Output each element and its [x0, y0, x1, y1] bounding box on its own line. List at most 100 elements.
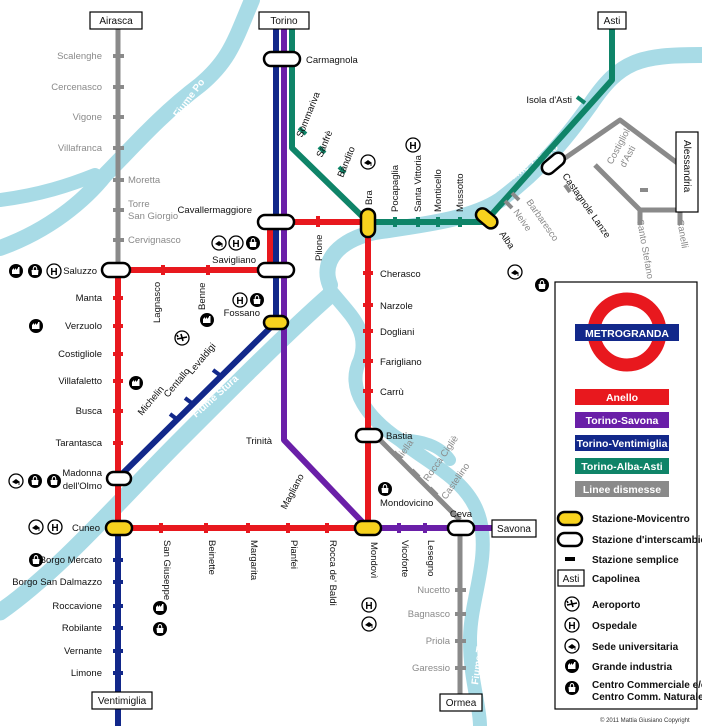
station-fossano[interactable]: [262, 314, 290, 331]
termini: Airasca Torino Asti Alessandria Ventimig…: [89, 11, 699, 712]
shopping-icon: [27, 263, 43, 279]
label-sommariva: Sommariva: [295, 90, 323, 139]
label-bastia: Bastia: [386, 431, 413, 442]
station-bra[interactable]: [359, 207, 377, 239]
label-isola-asti: Isola d'Asti: [526, 95, 572, 106]
svg-text:Ormea: Ormea: [446, 698, 477, 709]
legend-line-swatch-0: [575, 389, 669, 405]
station-saluzzo[interactable]: [100, 261, 132, 279]
label-torre: Torre: [128, 199, 150, 210]
factory-icon: [153, 601, 167, 615]
label-canelli: Canelli: [674, 219, 690, 250]
legend-title: METROGRANDA: [585, 328, 669, 340]
label-tarantasca: Tarantasca: [56, 438, 103, 449]
label-cercenasco: Cercenasco: [51, 82, 102, 93]
label-cherasco: Cherasco: [380, 269, 421, 280]
label-centallo: Centallo: [162, 366, 193, 400]
label-villafranca: Villafranca: [58, 143, 103, 154]
legend-line-label-4: Linee dismesse: [583, 484, 661, 496]
copyright: © 2011 Mattia Giusiano Copyright: [600, 717, 690, 724]
airplane-icon: [564, 596, 580, 612]
label-borgo-mercato: Borgo Mercato: [40, 555, 102, 566]
label-roccavione: Roccavione: [52, 601, 102, 612]
station-savigliano[interactable]: [256, 261, 296, 279]
legend-sym-5: Ospedale: [592, 621, 637, 632]
terminus-torino[interactable]: Torino: [258, 11, 310, 30]
legend-line-swatch-1: [575, 412, 669, 428]
label-carmagnola: Carmagnola: [306, 55, 358, 66]
label-villafaletto: Villafaletto: [58, 376, 102, 387]
university-icon: [360, 154, 376, 170]
label-dogliani: Dogliani: [380, 327, 414, 338]
label-nucetto: Nucetto: [417, 585, 450, 596]
shopping-icon: [46, 473, 62, 489]
line-torino-savona: [281, 24, 502, 531]
label-magliano: Magliano: [279, 472, 307, 511]
legend-sym-7: Grande industria: [592, 662, 672, 673]
terminus-airasca[interactable]: Airasca: [89, 11, 143, 30]
label-cuneo: Cuneo: [72, 523, 100, 534]
label-dell-olmo: dell'Olmo: [63, 481, 102, 492]
factory-icon: [129, 376, 143, 390]
station-castagnole[interactable]: [539, 150, 567, 177]
legend-sym-2: Stazione semplice: [592, 555, 679, 566]
station-alba[interactable]: [473, 206, 500, 231]
interchange-icon: [556, 531, 584, 548]
shopping-icon: [534, 277, 550, 293]
shopping-icon: [564, 680, 580, 696]
station-cavallermaggiore[interactable]: [256, 213, 296, 231]
station-ceva[interactable]: [446, 519, 476, 537]
label-busca: Busca: [76, 406, 103, 417]
label-pilone: Pilone: [314, 235, 325, 261]
legend-sym-6: Sede universitaria: [592, 642, 679, 653]
legend-lines: AnelloTorino-SavonaTorino-VentimigliaTor…: [575, 389, 669, 497]
label-rocca-baldi: Rocca de' Baldi: [327, 540, 338, 606]
label-verzuolo: Verzuolo: [65, 321, 102, 332]
terminus-alessandria[interactable]: Alessandria: [675, 131, 699, 213]
svg-text:Alessandria: Alessandria: [681, 140, 692, 193]
legend-sym-8: Centro Commerciale e/o: [592, 680, 702, 691]
terminus-ormea[interactable]: Ormea: [439, 693, 483, 712]
university-icon: [211, 235, 227, 251]
hospital-icon: [405, 137, 421, 153]
legend-line-swatch-2: [575, 435, 669, 451]
hospital-icon: [46, 263, 62, 279]
hospital-icon: [47, 519, 63, 535]
label-ceva: Ceva: [450, 509, 473, 520]
university-icon: [564, 638, 580, 654]
label-costigliole: Costigliole: [58, 349, 102, 360]
label-sanfre: Sanfrè: [315, 129, 336, 159]
terminus-ventimiglia[interactable]: Ventimiglia: [91, 691, 153, 710]
legend-sym-4: Aeroporto: [592, 600, 640, 611]
label-manta: Manta: [76, 293, 103, 304]
label-madonna: Madonna: [62, 468, 102, 479]
terminus-savona[interactable]: Savona: [491, 519, 537, 538]
movicentro-stations: [104, 206, 500, 537]
label-borgo-sd: Borgo San Dalmazzo: [12, 577, 102, 588]
university-icon: [507, 264, 523, 280]
shopping-icon: [27, 473, 43, 489]
label-benne: Benne: [197, 283, 208, 310]
terminus-asti[interactable]: Asti: [597, 11, 627, 30]
university-icon: [28, 519, 44, 535]
terminus-box-icon: [557, 569, 585, 587]
label-vicoforte: Vicoforte: [399, 540, 410, 577]
river-po-branch: [0, 168, 102, 207]
legend-line-swatch-3: [575, 458, 669, 474]
label-trinita: Trinità: [246, 436, 273, 447]
label-robilante: Robilante: [62, 623, 102, 634]
factory-icon: [9, 264, 23, 278]
station-bastia[interactable]: [354, 427, 384, 444]
legend-sym-0: Stazione-Movicentro: [592, 514, 690, 525]
station-mondovi[interactable]: [353, 519, 383, 537]
station-carmagnola[interactable]: [262, 50, 302, 68]
factory-icon: [200, 313, 214, 327]
hospital-icon: [228, 235, 244, 251]
river-tanaro-mid: [323, 283, 490, 726]
station-cuneo[interactable]: [104, 519, 134, 537]
label-savigliano: Savigliano: [212, 255, 256, 266]
label-pocapaglia: Pocapaglia: [390, 164, 401, 212]
label-bra: Bra: [364, 190, 375, 206]
station-madonna-olmo[interactable]: [105, 470, 133, 487]
legend-line-label-0: Anello: [606, 392, 638, 404]
